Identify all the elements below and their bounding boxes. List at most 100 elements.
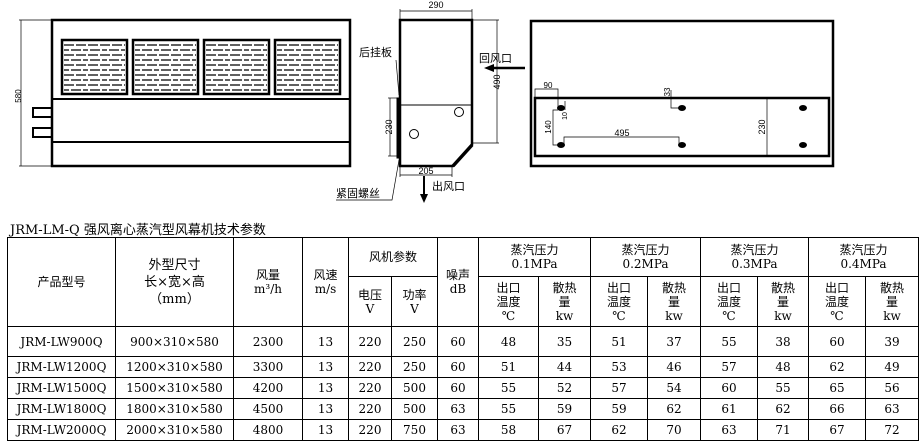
header-outlet-temp: 出口 温度 ℃ xyxy=(478,276,539,327)
header-model: 产品型号 xyxy=(7,237,116,327)
model-cell: JRM-LW900Q xyxy=(7,326,116,357)
value-cell: 55 xyxy=(478,377,539,399)
value-cell: 750 xyxy=(391,419,438,441)
value-cell: 500 xyxy=(391,377,438,399)
value-cell: 61 xyxy=(700,398,758,420)
value-cell: 66 xyxy=(808,398,866,420)
value-cell: 900×310×580 xyxy=(115,326,234,357)
header-pressure-0.1: 蒸汽压力 0.1MPa xyxy=(478,237,591,277)
value-cell: 220 xyxy=(348,419,392,441)
value-cell: 3300 xyxy=(233,356,303,378)
value-cell: 57 xyxy=(590,377,648,399)
value-cell: 71 xyxy=(757,419,809,441)
header-heat: 散热 量 kw xyxy=(757,276,809,327)
value-cell: 70 xyxy=(647,419,701,441)
value-cell: 13 xyxy=(302,419,349,441)
model-cell: JRM-LW1800Q xyxy=(7,398,116,420)
header-heat: 散热 量 kw xyxy=(647,276,701,327)
value-cell: 63 xyxy=(865,398,919,420)
header-airflow: 风量 m³/h xyxy=(233,237,303,327)
label-air-outlet: 出风口 xyxy=(432,179,465,193)
model-cell: JRM-LW1500Q xyxy=(7,377,116,399)
value-cell: 59 xyxy=(538,398,591,420)
value-cell: 1800×310×580 xyxy=(115,398,234,420)
label-return-air: 回风口 xyxy=(479,52,512,65)
value-cell: 67 xyxy=(538,419,591,441)
value-cell: 220 xyxy=(348,356,392,378)
value-cell: 13 xyxy=(302,326,349,357)
value-cell: 53 xyxy=(590,356,648,378)
header-outlet-temp: 出口 温度 ℃ xyxy=(590,276,648,327)
dimension-height: 580 xyxy=(14,89,23,103)
value-cell: 4200 xyxy=(233,377,303,399)
header-power: 功率 V xyxy=(391,276,438,327)
value-cell: 220 xyxy=(348,377,392,399)
technical-drawing: 580 290 490 230 205 后挂板 回风口 紧固螺丝 出风口 xyxy=(14,0,835,203)
value-cell: 60 xyxy=(808,326,866,357)
value-cell: 52 xyxy=(538,377,591,399)
dimension-plate-height: 230 xyxy=(384,119,394,134)
intake-grilles xyxy=(60,38,342,96)
dimension-outlet-width: 205 xyxy=(418,166,433,176)
value-cell: 13 xyxy=(302,356,349,378)
table-title: JRM-LM-Q 强风离心蒸汽型风幕机技术参数 xyxy=(10,223,266,238)
header-heat: 散热 量 kw xyxy=(538,276,591,327)
value-cell: 60 xyxy=(437,377,479,399)
value-cell: 65 xyxy=(808,377,866,399)
value-cell: 220 xyxy=(348,398,392,420)
value-cell: 220 xyxy=(348,326,392,357)
pipe-upper xyxy=(32,107,53,118)
dimension-hole-offset-top: 33 xyxy=(663,87,672,96)
value-cell: 49 xyxy=(865,356,919,378)
value-cell: 37 xyxy=(647,326,701,357)
value-cell: 2300 xyxy=(233,326,303,357)
subheader-row: 电压 V 功率 V 出口 温度 ℃ 散热 量 kw 出口 温度 ℃ 散热 量 k… xyxy=(8,276,919,327)
value-cell: 250 xyxy=(391,326,438,357)
value-cell: 39 xyxy=(865,326,919,357)
header-heat: 散热 量 kw xyxy=(865,276,919,327)
return-air-arrow-icon xyxy=(484,64,525,72)
value-cell: 60 xyxy=(437,356,479,378)
grille-panel xyxy=(131,38,200,96)
header-pressure-0.2: 蒸汽压力 0.2MPa xyxy=(590,237,701,277)
model-cell: JRM-LW1200Q xyxy=(7,356,116,378)
dimension-hole-edge: 10 xyxy=(562,112,569,120)
value-cell: 55 xyxy=(757,377,809,399)
value-cell: 1500×310×580 xyxy=(115,377,234,399)
dimension-plate-height-right: 230 xyxy=(757,119,767,134)
value-cell: 67 xyxy=(808,419,866,441)
value-cell: 48 xyxy=(757,356,809,378)
header-pressure-0.4: 蒸汽压力 0.4MPa xyxy=(808,237,919,277)
value-cell: 59 xyxy=(590,398,648,420)
value-cell: 62 xyxy=(647,398,701,420)
header-speed: 风速 m/s xyxy=(302,237,349,327)
header-fan-params: 风机参数 xyxy=(348,237,438,277)
value-cell: 2000×310×580 xyxy=(115,419,234,441)
value-cell: 13 xyxy=(302,398,349,420)
dimension-side-height: 490 xyxy=(492,74,502,89)
value-cell: 38 xyxy=(757,326,809,357)
value-cell: 63 xyxy=(700,419,758,441)
header-noise: 噪声 dB xyxy=(437,237,479,327)
value-cell: 46 xyxy=(647,356,701,378)
value-cell: 62 xyxy=(808,356,866,378)
value-cell: 54 xyxy=(647,377,701,399)
value-cell: 60 xyxy=(437,326,479,357)
value-cell: 60 xyxy=(700,377,758,399)
value-cell: 55 xyxy=(700,326,758,357)
outlet-arrow-icon xyxy=(420,176,428,203)
value-cell: 48 xyxy=(478,326,539,357)
spec-table: 产品型号 外型尺寸 长×宽×高 （mm） 风量 m³/h 风速 m/s 风机参数… xyxy=(7,237,919,441)
value-cell: 62 xyxy=(590,419,648,441)
model-cell: JRM-LW2000Q xyxy=(7,419,116,441)
dimension-hole-spacing-v: 140 xyxy=(544,120,553,134)
header-outlet-temp: 出口 温度 ℃ xyxy=(700,276,758,327)
dimension-hole-spacing-h: 495 xyxy=(614,128,629,138)
header-outlet-temp: 出口 温度 ℃ xyxy=(808,276,866,327)
value-cell: 57 xyxy=(700,356,758,378)
